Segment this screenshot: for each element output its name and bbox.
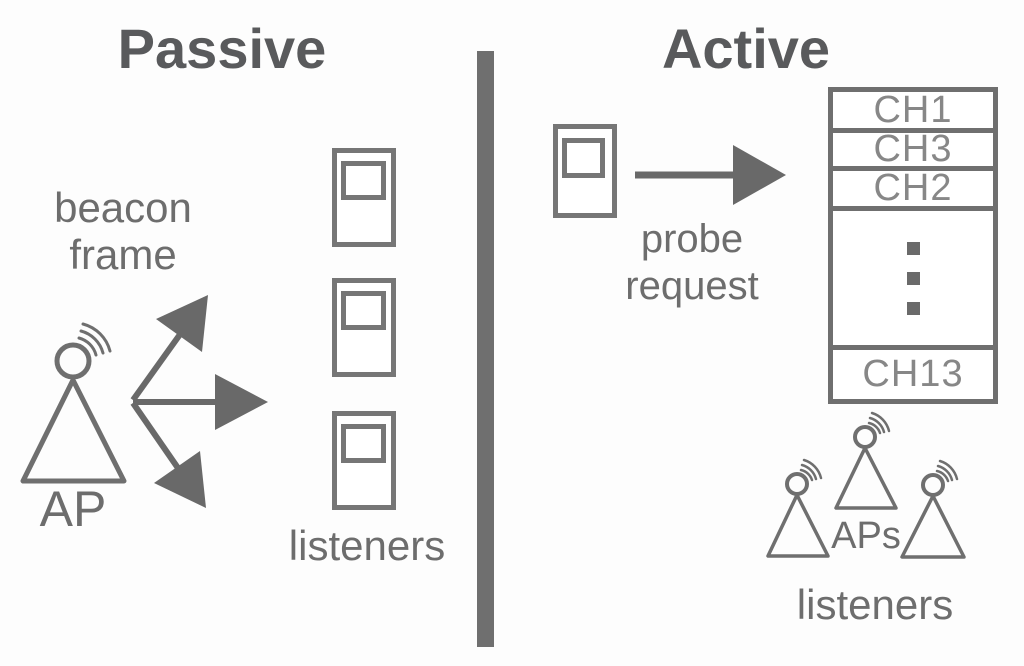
- probe-arrow-icon: [635, 145, 786, 205]
- channel-label: CH3: [873, 128, 953, 170]
- signal-waves-icon: [867, 411, 891, 435]
- active-listeners-label: listeners: [796, 581, 954, 628]
- channel-row: CH1: [833, 88, 993, 133]
- channel-row: CH2: [833, 167, 993, 211]
- channel-row: CH3: [833, 128, 993, 171]
- signal-waves-icon: [77, 322, 112, 357]
- ellipsis-dot: [906, 241, 920, 255]
- ellipsis-dot: [906, 271, 920, 285]
- ap-icon: [20, 322, 127, 484]
- channel-label: CH2: [873, 167, 953, 209]
- channel-label: CH1: [873, 88, 953, 131]
- device-screen: [341, 161, 386, 200]
- beacon-frame-label: beacon frame: [54, 184, 192, 278]
- listener-device-icon: [332, 411, 396, 510]
- signal-waves-icon: [935, 459, 959, 483]
- beacon-arrows-icon: [130, 295, 268, 508]
- passive-listeners-label: listeners: [288, 522, 446, 569]
- device-screen: [341, 424, 386, 463]
- device-screen: [562, 138, 605, 178]
- ap-icon-middle: [834, 411, 898, 510]
- ap-icon-left: [766, 458, 830, 558]
- active-title: Active: [661, 17, 831, 80]
- ap-icon-right: [900, 459, 966, 559]
- probe-request-label: probe request: [625, 217, 759, 308]
- panel-divider: [477, 51, 494, 647]
- device-screen: [341, 291, 386, 330]
- aps-label: APs: [831, 515, 901, 557]
- ellipsis-dot: [906, 301, 920, 315]
- channel-table: CH1 CH3 CH2 CH13: [828, 87, 998, 404]
- probing-device-icon: [553, 124, 617, 218]
- listener-device-icon: [332, 148, 396, 247]
- listener-device-icon: [332, 278, 396, 377]
- channel-row: CH13: [833, 350, 993, 399]
- passive-title: Passive: [117, 17, 327, 80]
- signal-waves-icon: [799, 458, 823, 482]
- ap-label: AP: [39, 481, 107, 537]
- channel-ellipsis-icon: [833, 211, 993, 350]
- channel-label: CH13: [862, 353, 964, 395]
